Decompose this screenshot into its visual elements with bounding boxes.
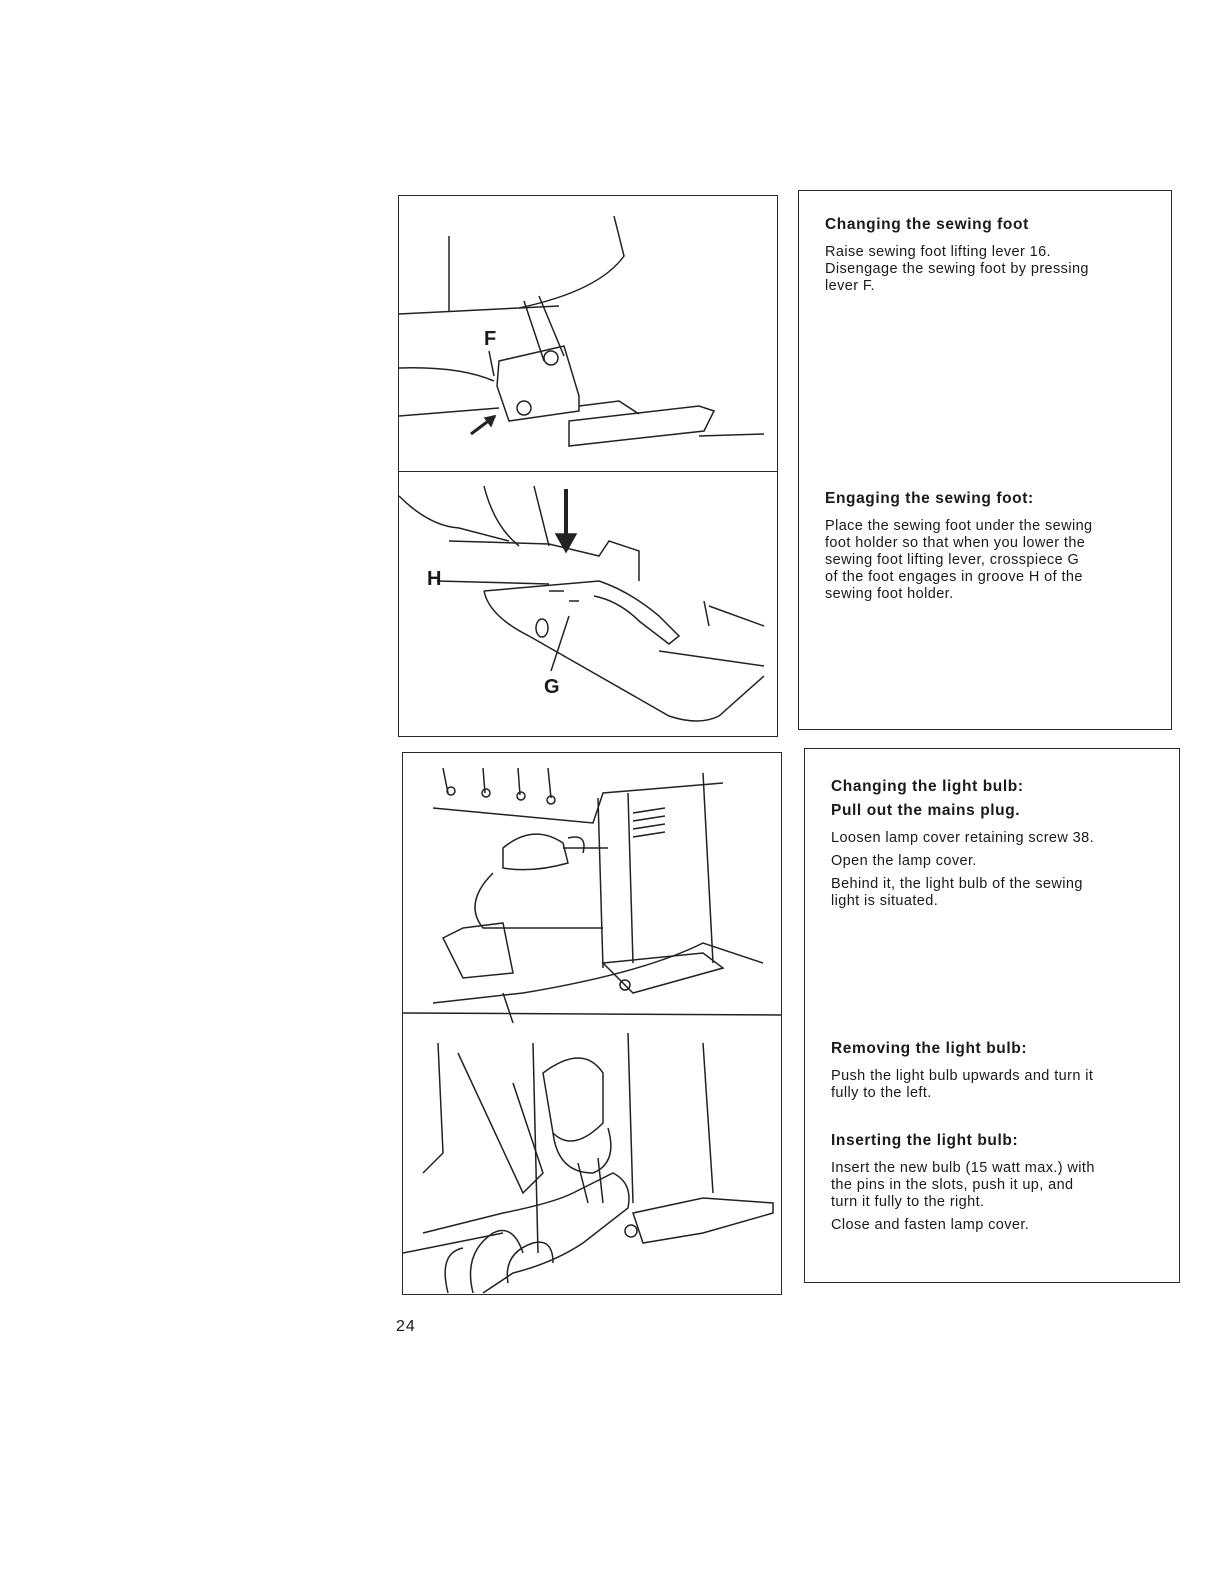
callout-g: G bbox=[544, 676, 560, 698]
changing-light-bulb-section: Changing the light bulb: Pull out the ma… bbox=[831, 777, 1159, 910]
inserting-light-bulb-text: Insert the new bulb (15 watt max.) with … bbox=[831, 1160, 1095, 1210]
engaging-sewing-foot-text: Place the sewing foot under the sewing f… bbox=[825, 518, 1093, 602]
removing-light-bulb-section: Removing the light bulb: Push the light … bbox=[831, 1039, 1159, 1102]
bulb-location-text: Behind it, the light bulb of the sewing … bbox=[831, 876, 1083, 909]
changing-sewing-foot-text: Raise sewing foot lifting lever 16. Dise… bbox=[825, 244, 1089, 294]
engaging-sewing-foot-section: Engaging the sewing foot: Place the sewi… bbox=[825, 489, 1151, 603]
page-number: 24 bbox=[396, 1318, 416, 1335]
close-cover-text: Close and fasten lamp cover. bbox=[831, 1217, 1030, 1233]
pull-mains-plug-warning: Pull out the mains plug. bbox=[831, 802, 1021, 819]
inserting-light-bulb-section: Inserting the light bulb: Insert the new… bbox=[831, 1131, 1159, 1240]
loosen-screw-text: Loosen lamp cover retaining screw 38. bbox=[831, 830, 1095, 846]
engaging-sewing-foot-heading: Engaging the sewing foot: bbox=[825, 490, 1034, 507]
removing-light-bulb-text: Push the light bulb upwards and turn it … bbox=[831, 1068, 1094, 1101]
changing-light-bulb-heading: Changing the light bulb: bbox=[831, 778, 1024, 795]
light-bulb-drawing bbox=[403, 767, 781, 1294]
changing-sewing-foot-heading: Changing the sewing foot bbox=[825, 216, 1029, 233]
sewing-foot-illustration-panel: F H G bbox=[398, 195, 778, 737]
open-cover-text: Open the lamp cover. bbox=[831, 853, 977, 869]
sewing-foot-text-panel: Changing the sewing foot Raise sewing fo… bbox=[798, 190, 1172, 730]
callout-h: H bbox=[427, 568, 442, 590]
sewing-foot-drawing bbox=[399, 215, 765, 722]
removing-light-bulb-heading: Removing the light bulb: bbox=[831, 1040, 1028, 1057]
light-bulb-illustration-panel bbox=[402, 752, 782, 1295]
changing-sewing-foot-section: Changing the sewing foot Raise sewing fo… bbox=[825, 215, 1151, 295]
light-bulb-text-panel: Changing the light bulb: Pull out the ma… bbox=[804, 748, 1180, 1283]
callout-f: F bbox=[484, 328, 497, 350]
illustration-divider bbox=[399, 471, 777, 472]
inserting-light-bulb-heading: Inserting the light bulb: bbox=[831, 1132, 1019, 1149]
